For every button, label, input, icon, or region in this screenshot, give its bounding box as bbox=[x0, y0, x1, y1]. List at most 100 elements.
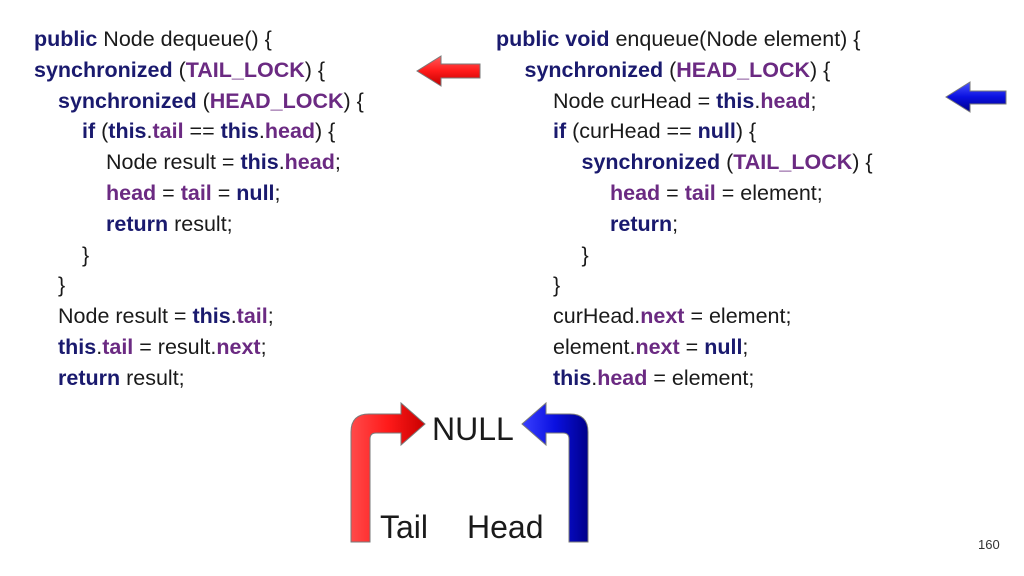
code-text: . bbox=[591, 365, 598, 390]
code-text: = element; bbox=[715, 180, 823, 205]
dequeue-code-line: return result; bbox=[34, 209, 364, 240]
code-text: ; bbox=[742, 334, 749, 359]
code-keyword: return bbox=[106, 211, 169, 236]
code-text: = bbox=[156, 180, 181, 205]
code-identifier: tail bbox=[236, 304, 268, 329]
code-text: . bbox=[230, 304, 237, 329]
code-keyword: this bbox=[716, 88, 755, 113]
code-text: ( bbox=[196, 88, 210, 113]
code-keyword: null bbox=[704, 334, 743, 359]
code-identifier: next bbox=[640, 304, 685, 329]
code-identifier: TAIL_LOCK bbox=[733, 150, 853, 175]
code-text: ) { bbox=[852, 150, 873, 175]
code-identifier: tail bbox=[102, 334, 134, 359]
code-text: ) { bbox=[304, 57, 326, 82]
enqueue-code-line: public void enqueue(Node element) { bbox=[496, 24, 873, 55]
code-text: Node result = bbox=[58, 304, 193, 329]
enqueue-code-line: Node curHead = this.head; bbox=[496, 86, 873, 117]
enqueue-code-line: } bbox=[496, 240, 873, 271]
code-text: } bbox=[553, 273, 561, 298]
code-text: = bbox=[679, 334, 705, 359]
code-keyword: this bbox=[220, 119, 259, 144]
dequeue-code-line: if (this.tail == this.head) { bbox=[34, 116, 364, 147]
enqueue-code-line: } bbox=[496, 270, 873, 301]
code-text: ( bbox=[95, 119, 109, 144]
cur-head-marker-arrow-icon bbox=[945, 81, 1007, 113]
code-text: = bbox=[211, 180, 237, 205]
enqueue-code-line: element.next = null; bbox=[496, 332, 873, 363]
dequeue-code-line: synchronized (HEAD_LOCK) { bbox=[34, 86, 364, 117]
code-text: Node dequeue() { bbox=[97, 27, 272, 51]
code-text: ; bbox=[260, 334, 267, 359]
code-text: ) { bbox=[735, 119, 757, 144]
code-text: } bbox=[581, 242, 589, 267]
code-text: ) { bbox=[315, 119, 336, 144]
code-text: ; bbox=[672, 211, 679, 236]
code-keyword: this bbox=[58, 334, 97, 359]
enqueue-code-line: head = tail = element; bbox=[496, 178, 873, 209]
code-text: ) { bbox=[810, 57, 831, 82]
code-text: result; bbox=[168, 211, 233, 236]
code-text: (curHead == bbox=[566, 119, 698, 144]
code-text: ( bbox=[172, 57, 186, 82]
code-keyword: return bbox=[58, 365, 121, 390]
dequeue-code-line: } bbox=[34, 240, 364, 271]
code-text: = bbox=[660, 180, 685, 205]
dequeue-code-line: this.tail = result.next; bbox=[34, 332, 364, 363]
enqueue-code-line: if (curHead == null) { bbox=[496, 116, 873, 147]
enqueue-code-line: synchronized (TAIL_LOCK) { bbox=[496, 147, 873, 178]
dequeue-code-line: public Node dequeue() { bbox=[34, 24, 364, 55]
code-text: enqueue(Node element) { bbox=[609, 27, 861, 51]
code-keyword: synchronized bbox=[34, 57, 173, 82]
code-identifier: next bbox=[635, 334, 680, 359]
dequeue-code-line: Node result = this.head; bbox=[34, 147, 364, 178]
code-keyword: synchronized bbox=[524, 57, 664, 82]
page-number: 160 bbox=[978, 537, 1000, 552]
code-keyword: synchronized bbox=[58, 88, 197, 113]
code-identifier: next bbox=[216, 334, 261, 359]
code-text: ; bbox=[334, 150, 341, 175]
code-text: . bbox=[754, 88, 761, 113]
enqueue-code-block: public void enqueue(Node element) {synch… bbox=[496, 24, 873, 394]
code-text: element. bbox=[553, 334, 636, 359]
tail-label: Tail bbox=[380, 509, 429, 545]
dequeue-code-block: public Node dequeue() {synchronized (TAI… bbox=[34, 24, 364, 394]
enqueue-code-line: this.head = element; bbox=[496, 363, 873, 394]
enqueue-code-line: return; bbox=[496, 209, 873, 240]
null-label: NULL bbox=[432, 411, 514, 447]
code-identifier: tail bbox=[684, 180, 716, 205]
code-keyword: public void bbox=[496, 27, 610, 51]
code-identifier: head bbox=[264, 119, 316, 144]
code-keyword: null bbox=[697, 119, 736, 144]
code-text: ( bbox=[720, 150, 734, 175]
code-text: Node result = bbox=[106, 150, 241, 175]
code-keyword: this bbox=[553, 365, 592, 390]
code-text: . bbox=[96, 334, 103, 359]
code-keyword: public bbox=[34, 27, 98, 51]
code-keyword: if bbox=[82, 119, 96, 144]
code-keyword: this bbox=[240, 150, 279, 175]
code-text: Node curHead = bbox=[553, 88, 717, 113]
code-keyword: this bbox=[108, 119, 147, 144]
code-text: } bbox=[58, 273, 66, 298]
code-identifier: TAIL_LOCK bbox=[185, 57, 305, 82]
dequeue-code-line: head = tail = null; bbox=[34, 178, 364, 209]
code-text: curHead. bbox=[553, 304, 641, 329]
code-text: == bbox=[183, 119, 221, 144]
code-identifier: HEAD_LOCK bbox=[676, 57, 811, 82]
code-identifier: tail bbox=[180, 180, 212, 205]
code-text: = element; bbox=[684, 304, 792, 329]
code-identifier: head bbox=[760, 88, 811, 113]
code-keyword: return bbox=[610, 211, 673, 236]
dequeue-code-line: return result; bbox=[34, 363, 364, 394]
code-text: ; bbox=[810, 88, 817, 113]
code-keyword: synchronized bbox=[581, 150, 721, 175]
dequeue-code-line: } bbox=[34, 270, 364, 301]
code-text: . bbox=[278, 150, 285, 175]
code-keyword: if bbox=[553, 119, 567, 144]
code-text: . bbox=[258, 119, 265, 144]
code-identifier: head bbox=[106, 180, 157, 205]
code-identifier: head bbox=[610, 180, 661, 205]
code-text: . bbox=[146, 119, 153, 144]
enqueue-code-line: curHead.next = element; bbox=[496, 301, 873, 332]
